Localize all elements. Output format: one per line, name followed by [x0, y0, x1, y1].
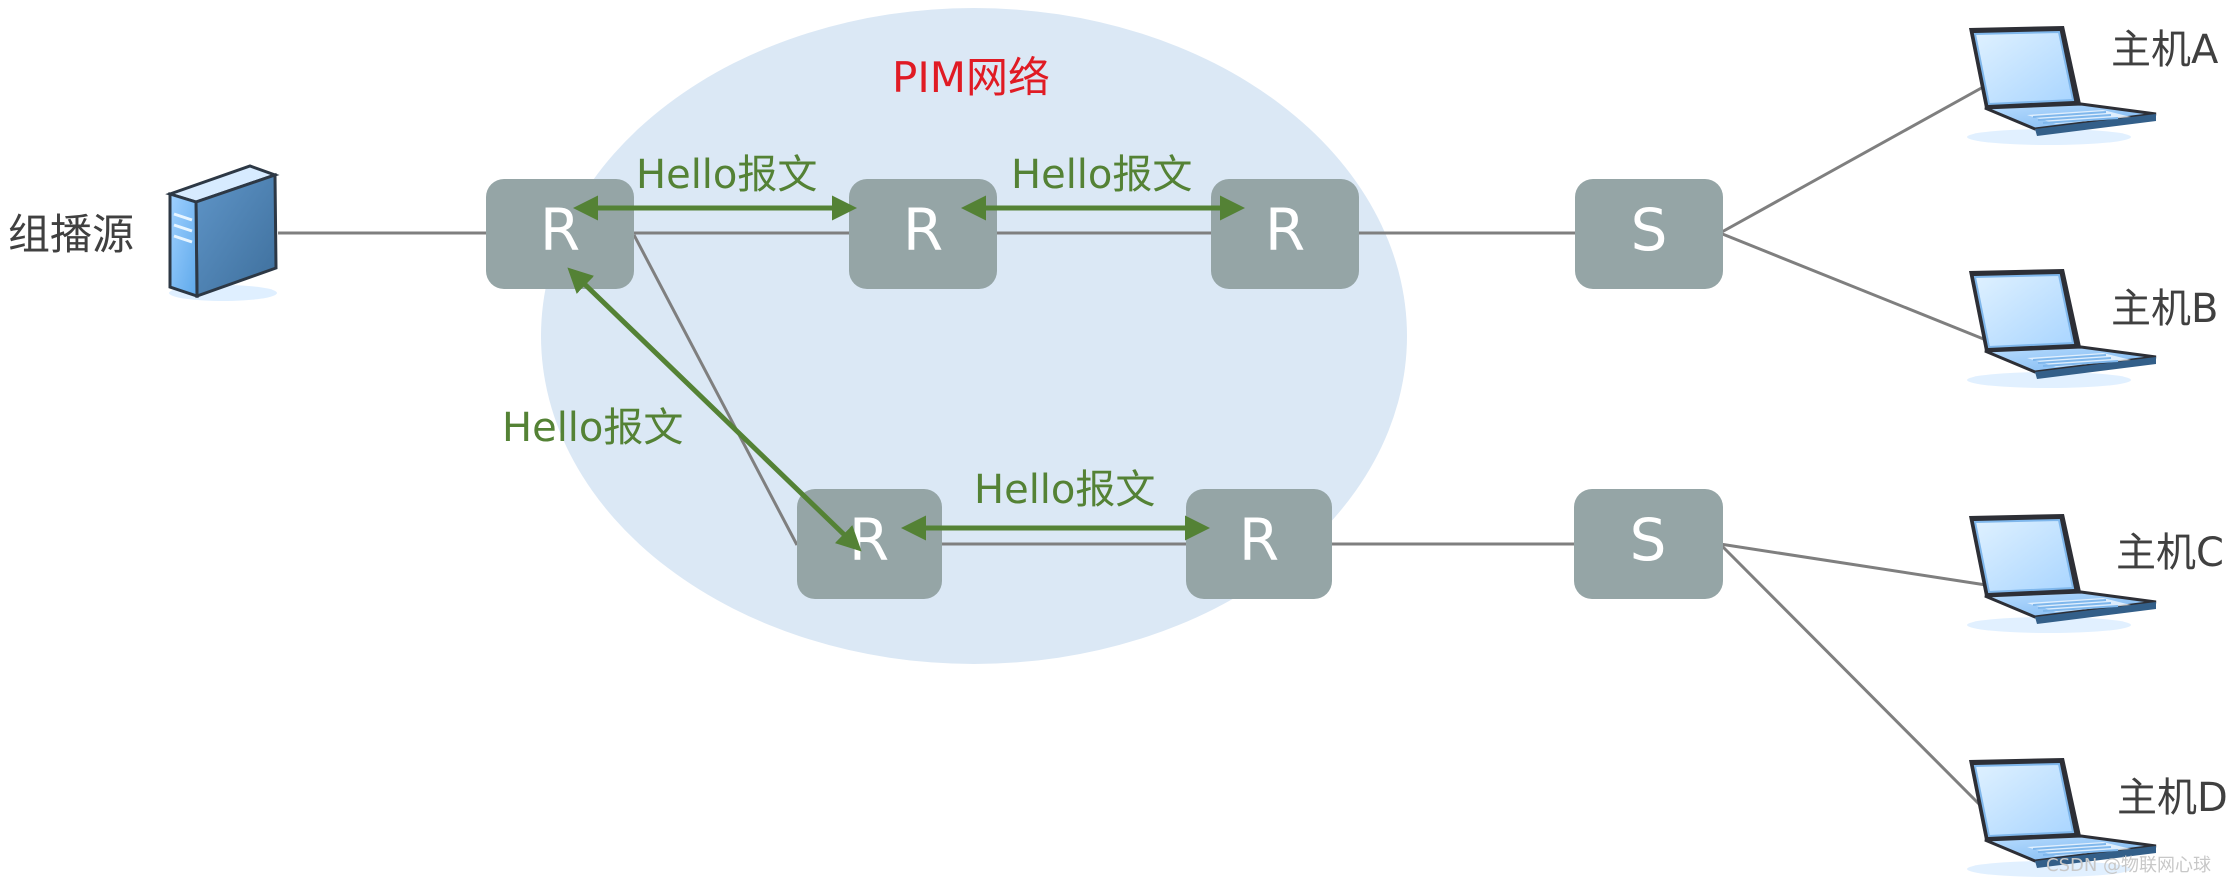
switch-node-1: S	[1575, 179, 1723, 289]
source-label: 组播源	[8, 210, 134, 259]
router-label-1: R	[540, 196, 580, 264]
hello-label-bottom: Hello报文	[974, 467, 1155, 513]
switch-label-2: S	[1630, 506, 1667, 574]
router-node-1: R	[486, 179, 634, 289]
hello-label-top-left: Hello报文	[636, 152, 817, 198]
server-icon	[165, 164, 280, 301]
hello-label-top-right: Hello报文	[1011, 152, 1192, 198]
router-label-5: R	[1239, 506, 1279, 574]
hello-arrow-left	[567, 267, 862, 552]
switch-label-1: S	[1631, 196, 1668, 264]
router-node-3: R	[1211, 179, 1359, 289]
watermark: CSDN @物联网心球	[2046, 855, 2211, 876]
router-label-4: R	[849, 506, 889, 574]
router-node-4: R	[797, 489, 942, 599]
host-label-d: 主机D	[2117, 775, 2228, 821]
switch-node-2: S	[1574, 489, 1723, 599]
switches: S S	[1574, 179, 1723, 599]
hello-label-left: Hello报文	[502, 405, 683, 451]
router-label-3: R	[1265, 196, 1305, 264]
switch2-hostC-link	[1719, 542, 1987, 587]
laptops	[1965, 24, 2158, 879]
pim-network-label: PIM网络	[892, 53, 1050, 102]
switch1-hostA-link	[1719, 84, 1986, 235]
router-label-2: R	[903, 196, 943, 264]
hello-arrows	[567, 195, 1245, 552]
router-node-2: R	[849, 179, 997, 289]
router-node-5: R	[1186, 489, 1332, 599]
host-label-b: 主机B	[2111, 286, 2218, 332]
host-label-c: 主机C	[2116, 530, 2224, 576]
switch1-hostB-link	[1719, 231, 1987, 342]
switch2-hostD-link	[1718, 542, 1985, 810]
host-label-a: 主机A	[2111, 27, 2219, 73]
